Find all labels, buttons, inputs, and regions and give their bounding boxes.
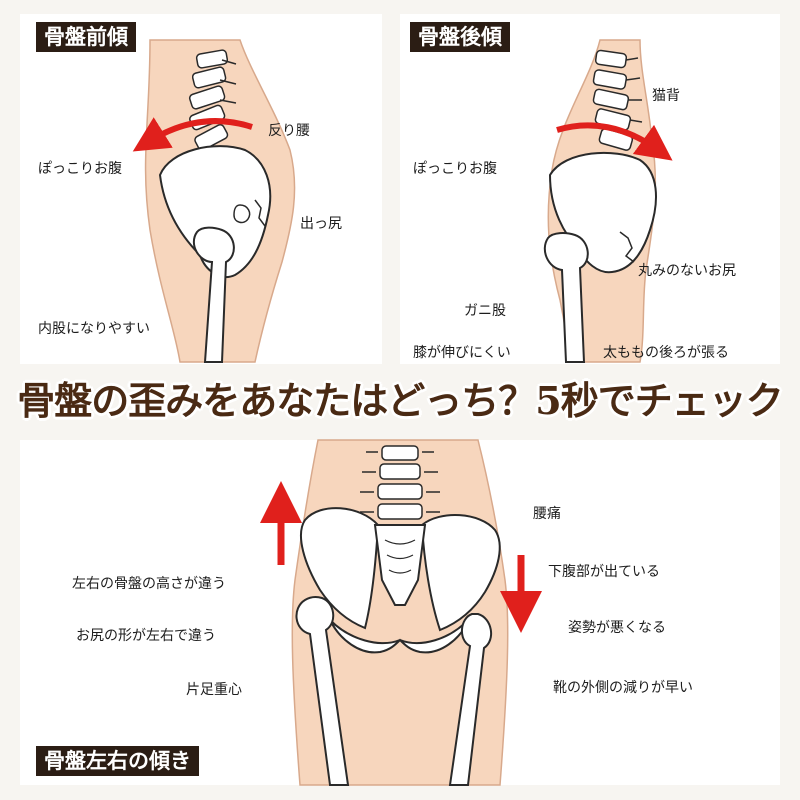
posterior-tilt-title: 骨盤後傾 [410, 22, 510, 52]
note-hamstring-tight: 太ももの後ろが張る [603, 345, 729, 361]
lateral-tilt-illustration [260, 439, 542, 786]
note-bad-posture: 姿勢が悪くなる [568, 620, 666, 636]
note-shoe-wear: 靴の外側の減りが早い [553, 680, 693, 696]
note-belly-pot-2: ぽっこりお腹 [413, 161, 497, 177]
sacrum [373, 524, 427, 606]
note-knee-stiff: 膝が伸びにくい [413, 345, 511, 361]
femur-left [295, 595, 350, 786]
spine-3 [360, 445, 440, 520]
note-uneven-buttocks: お尻の形が左右で違う [76, 628, 216, 644]
note-bow-legged: ガニ股 [464, 303, 506, 319]
note-hunchback: 猫背 [652, 88, 680, 104]
pelvis-right-ilium [420, 514, 501, 632]
note-uneven-height: 左右の骨盤の高さが違う [72, 576, 226, 592]
posterior-rotation-arrow [556, 122, 673, 161]
femur-right [448, 613, 493, 786]
spine [188, 49, 237, 151]
posterior-tilt-illustration [543, 39, 673, 363]
pubis [329, 617, 471, 654]
note-knock-kneed: 内股になりやすい [38, 321, 150, 337]
note-back-pain: 腰痛 [533, 506, 561, 522]
femur-2 [543, 232, 589, 363]
note-lower-belly: 下腹部が出ている [548, 564, 660, 580]
pelvis [158, 145, 272, 278]
note-one-leg-weight: 片足重心 [186, 682, 242, 698]
note-protruding-buttocks: 出っ尻 [300, 216, 342, 232]
note-flat-buttocks: 丸みのないお尻 [638, 263, 736, 279]
pelvis-left-ilium [300, 507, 380, 630]
anterior-tilt-title: 骨盤前傾 [36, 22, 136, 52]
femur [192, 226, 235, 363]
note-belly-pot-1: ぽっこりお腹 [38, 161, 122, 177]
note-sway-back: 反り腰 [268, 123, 310, 139]
lateral-tilt-title: 骨盤左右の傾き [36, 746, 199, 776]
anterior-tilt-illustration [132, 39, 296, 363]
anterior-rotation-arrow [132, 117, 253, 152]
headline: 骨盤の歪みをあなたはどっち？5秒でチェック [17, 378, 783, 423]
